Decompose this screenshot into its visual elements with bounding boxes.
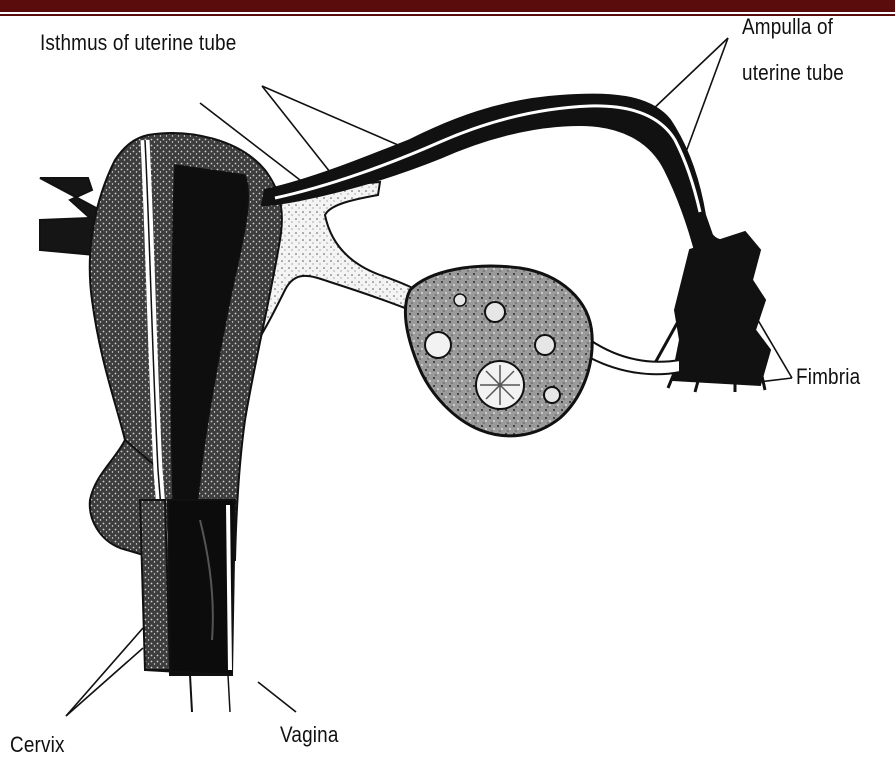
label-isthmus: Isthmus of uterine tube	[40, 30, 236, 56]
ovarian-follicle	[425, 332, 451, 358]
cervix	[140, 500, 170, 670]
label-fimbria: Fimbria	[796, 364, 860, 390]
ovarian-follicle	[454, 294, 466, 306]
label-cervix: Cervix	[10, 732, 65, 758]
label-ampulla-line2: uterine tube	[742, 60, 844, 86]
label-vagina: Vagina	[280, 722, 339, 748]
ovarian-follicle	[485, 302, 505, 322]
ovary	[405, 266, 592, 436]
ovarian-follicle	[544, 387, 560, 403]
label-ampulla-line1: Ampulla of	[742, 14, 833, 40]
ovarian-follicle	[535, 335, 555, 355]
